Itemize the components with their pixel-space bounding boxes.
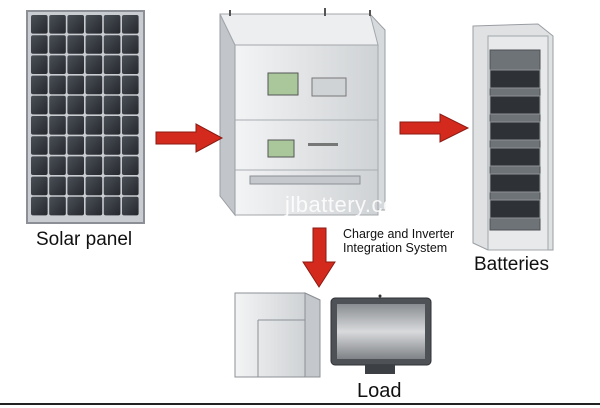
solar-cell [49, 75, 66, 95]
battery-shelf [489, 121, 541, 141]
monitor-icon [330, 294, 432, 374]
solar-cell [85, 35, 103, 54]
solar-cell [85, 116, 103, 135]
solar-cell [31, 156, 48, 175]
appliance-box-icon [234, 292, 321, 378]
solar-cell [122, 15, 139, 34]
solar-cell [85, 136, 103, 155]
solar-cell [103, 176, 121, 196]
solar-cell [31, 116, 48, 135]
solar-cell [67, 116, 84, 135]
solar-cell [85, 15, 103, 34]
watermark-text: jlbattery.com [285, 192, 415, 217]
arrow-inverter-to-batteries [399, 113, 470, 143]
battery-shelf [489, 95, 541, 115]
solar-cell [49, 15, 66, 34]
solar-cell [85, 55, 103, 74]
solar-cell [31, 15, 48, 34]
system-label-line2: Integration System [343, 241, 448, 255]
solar-cell [122, 176, 139, 196]
solar-cell [122, 136, 139, 155]
solar-cell [103, 196, 121, 216]
solar-cell [49, 156, 66, 175]
solar-cell [49, 95, 66, 115]
solar-cell [85, 176, 103, 196]
battery-shelf [489, 69, 541, 89]
solar-cell [31, 176, 48, 196]
solar-panel-icon [26, 10, 145, 224]
solar-cell [67, 196, 84, 216]
solar-cell [67, 15, 84, 34]
solar-cell [49, 176, 66, 196]
solar-cell [31, 196, 48, 216]
solar-cell [103, 95, 121, 115]
solar-cell [31, 35, 48, 54]
solar-cell [49, 196, 66, 216]
solar-cell [67, 95, 84, 115]
battery-shelf [489, 147, 541, 167]
solar-cell [49, 55, 66, 74]
system-label-line1: Charge and Inverter [343, 227, 455, 241]
solar-cell [67, 35, 84, 54]
solar-cell [122, 75, 139, 95]
solar-cell [122, 55, 139, 74]
battery-shelf [489, 199, 541, 219]
solar-cell [103, 75, 121, 95]
solar-cell [49, 136, 66, 155]
arrow-solar-to-inverter [155, 123, 224, 153]
battery-rack-icon [472, 23, 554, 251]
solar-cell [67, 156, 84, 175]
inverter-cabinet-icon [219, 8, 386, 217]
solar-cell [122, 35, 139, 54]
solar-cell [67, 75, 84, 95]
system-label: Charge and Inverter Integration System [343, 227, 454, 255]
solar-cell [85, 75, 103, 95]
solar-cell [85, 156, 103, 175]
solar-cell [31, 95, 48, 115]
solar-cell [122, 95, 139, 115]
solar-cell [103, 35, 121, 54]
solar-panel-label: Solar panel [36, 229, 133, 250]
solar-cell [122, 116, 139, 135]
arrow-inverter-to-load [302, 227, 336, 288]
solar-cell [85, 95, 103, 115]
solar-cell [67, 55, 84, 74]
solar-cell [85, 196, 103, 216]
solar-cell [103, 15, 121, 34]
solar-cell [122, 156, 139, 175]
solar-cell [31, 75, 48, 95]
solar-cell [31, 55, 48, 74]
solar-cell [122, 196, 139, 216]
solar-cell [49, 116, 66, 135]
bottom-divider [0, 403, 600, 405]
load-label: Load [357, 380, 402, 402]
solar-cell [103, 116, 121, 135]
solar-cell [67, 136, 84, 155]
solar-cell [31, 136, 48, 155]
battery-shelf [489, 173, 541, 193]
solar-cell [103, 156, 121, 175]
solar-cell [67, 176, 84, 196]
solar-cell [49, 35, 66, 54]
solar-cell [103, 136, 121, 155]
solar-cell [103, 55, 121, 74]
batteries-label: Batteries [474, 254, 549, 275]
